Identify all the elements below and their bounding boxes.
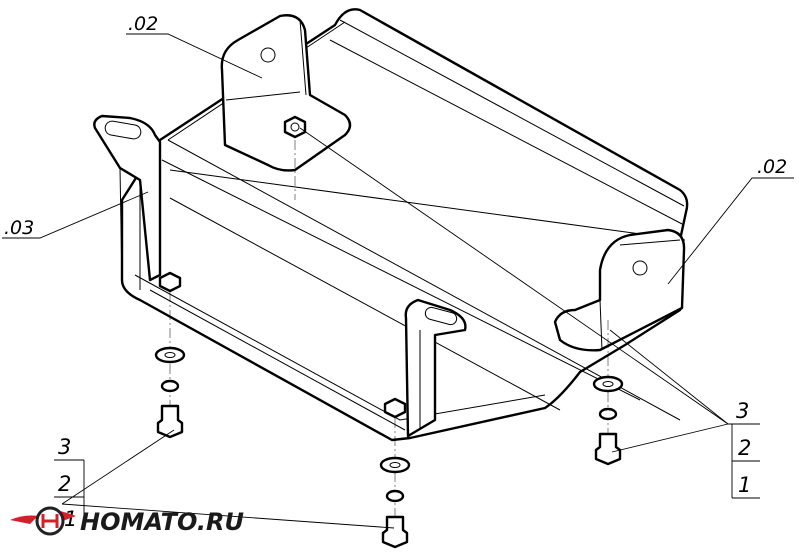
fastener-stack-right: 3 2 1: [731, 399, 760, 499]
callout-part-left: .03: [4, 217, 34, 239]
lock-washer-middle: [385, 489, 405, 503]
right-mounting-bracket: [553, 228, 686, 352]
cover-lower-flange: [134, 274, 546, 431]
bolt-middle: [381, 515, 409, 549]
stack-right-item-2: 2: [738, 436, 751, 460]
fastener-stack-left: 3 2 1: [54, 435, 85, 531]
lock-washer-left: [160, 379, 180, 393]
fastener-left: [154, 346, 186, 439]
cover-nuts: [158, 115, 407, 419]
stack-right-item-3: 1: [738, 473, 751, 497]
middle-bracket-slot: [424, 306, 458, 326]
watermark-wing-left: [10, 515, 38, 524]
callout-part-right: .02: [757, 156, 787, 178]
stack-left-item-1: 3: [58, 435, 71, 459]
nut-top-hole: [290, 122, 300, 132]
left-bracket-fold: [119, 167, 141, 290]
cover-outline: [120, 8, 689, 442]
callout-part-top: .02: [128, 13, 158, 35]
leader-lines: [2, 33, 794, 529]
left-side-bracket: [93, 114, 162, 290]
flat-washer-right: [592, 375, 624, 393]
nut-left: [158, 271, 182, 293]
cover-ridge-lines: [161, 19, 685, 411]
stack-left-item-3: 1: [64, 507, 77, 531]
top-bracket-fold: [225, 19, 307, 101]
right-bracket-fold: [599, 239, 681, 351]
right-bracket-outline: [553, 228, 686, 352]
stack-left-item-2: 2: [58, 472, 71, 496]
stack-right-item-1: 3: [736, 399, 749, 423]
middle-side-bracket: [404, 298, 467, 438]
lock-washer-right: [598, 407, 618, 421]
protective-cover: [120, 8, 689, 442]
right-bracket-hole: [632, 260, 648, 276]
middle-bracket-outline: [404, 298, 467, 438]
fastener-middle: [379, 456, 411, 549]
bolt-left: [156, 404, 184, 439]
watermark-emblem-h: [41, 514, 59, 528]
flat-washer-left: [154, 346, 186, 364]
watermark-text: HOMATO.RU: [80, 508, 244, 536]
bolt-right: [594, 432, 622, 466]
nut-top: [283, 115, 307, 139]
top-bracket-hole: [260, 47, 276, 63]
fastener-right: [592, 375, 624, 466]
top-mounting-bracket: [220, 14, 352, 172]
homato-watermark: HOMATO.RU: [10, 506, 244, 536]
flat-washer-middle: [379, 456, 411, 474]
nut-middle: [383, 397, 407, 419]
left-bracket-outline: [93, 114, 162, 282]
left-bracket-slot: [104, 120, 142, 140]
top-bracket-outline: [220, 14, 352, 172]
